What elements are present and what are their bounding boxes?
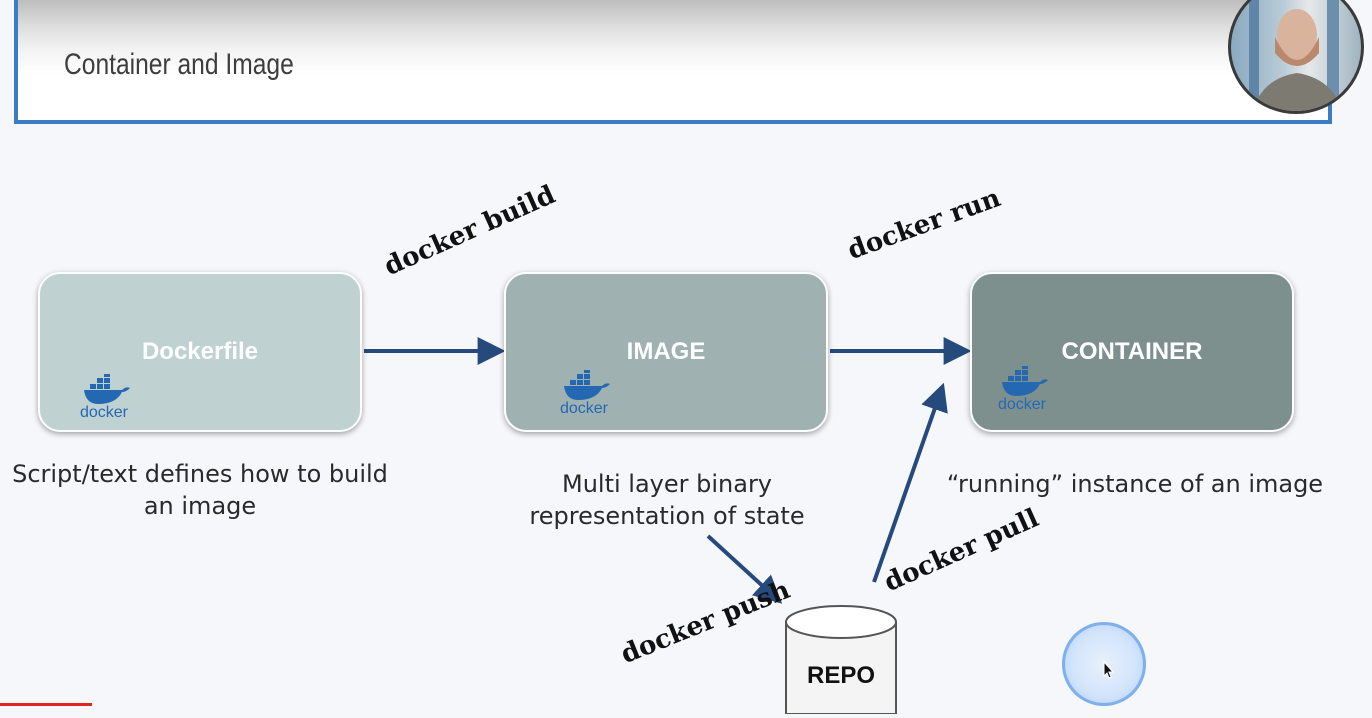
docker-logo-icon: docker [992, 364, 1052, 414]
slide-title: Container and Image [64, 48, 294, 81]
video-progress-bar[interactable] [0, 703, 92, 706]
repo-cylinder: REPO [784, 604, 898, 715]
cursor-highlight [1062, 622, 1146, 706]
slide-title-bar: Container and Image [14, 0, 1332, 124]
docker-logo-icon: docker [74, 372, 134, 422]
container-description: “running” instance of an image [946, 470, 1324, 498]
docker-logo-text: docker [559, 400, 609, 417]
mouse-pointer-icon [1103, 660, 1115, 679]
arrow-push [706, 534, 783, 604]
container-label: CONTAINER [1061, 338, 1203, 365]
container-box: CONTAINER docker [970, 272, 1294, 432]
image-description: Multi layer binary representation of sta… [529, 470, 805, 530]
dockerfile-label: Dockerfile [141, 338, 259, 365]
presenter-webcam [1228, 0, 1364, 114]
docker-logo-icon: docker [554, 368, 614, 418]
docker-logo-text: docker [997, 396, 1047, 413]
image-box: IMAGE docker [504, 272, 828, 432]
arrow-pull [872, 382, 948, 583]
dockerfile-box: Dockerfile docker [38, 272, 362, 432]
repo-label: REPO [806, 662, 875, 689]
dockerfile-description: Script/text defines how to build an imag… [12, 460, 388, 520]
image-label: IMAGE [626, 338, 706, 365]
docker-logo-text: docker [79, 404, 129, 421]
